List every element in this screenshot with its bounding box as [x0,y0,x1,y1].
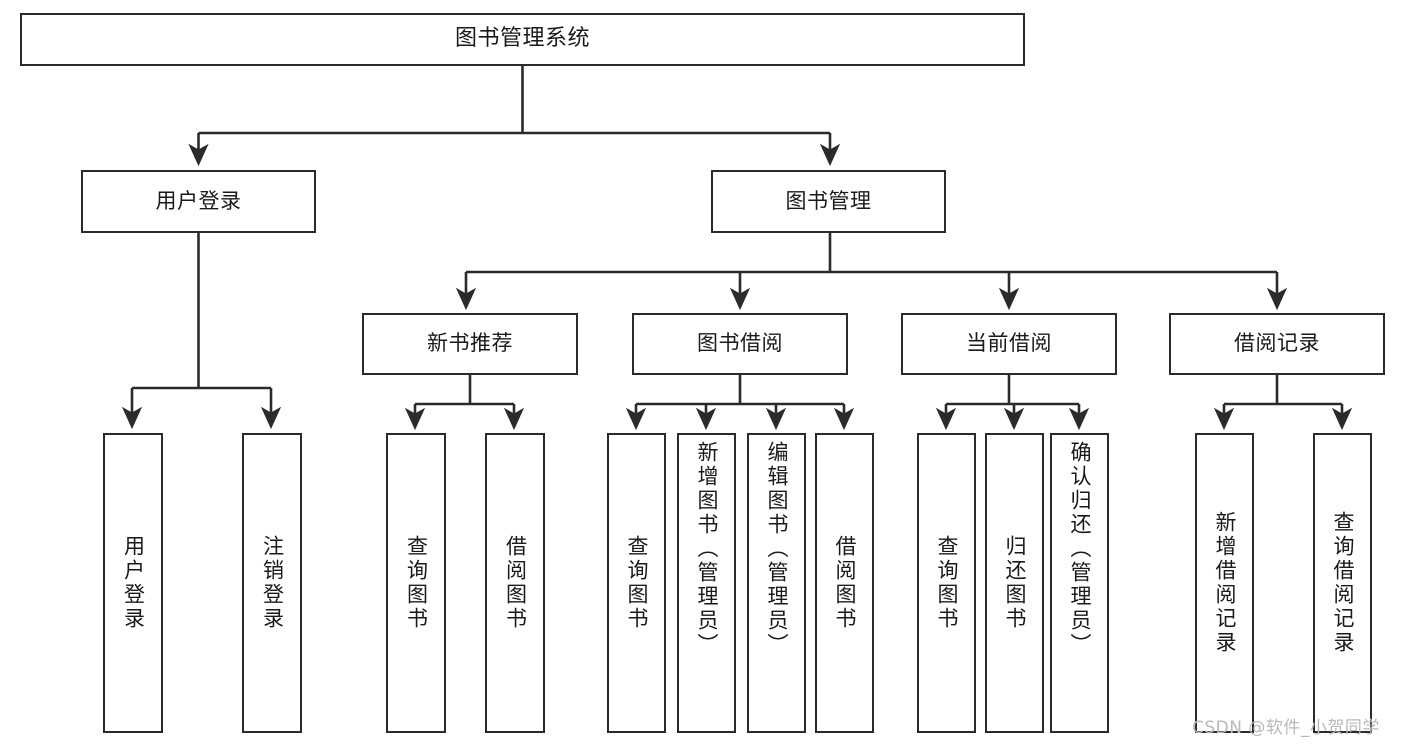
node-book-borrow[interactable]: 图书借阅 [632,313,848,375]
leaf-user-login-signout[interactable]: 注销登录 [242,433,302,733]
leaf-new-book-query[interactable]: 查询图书 [386,433,446,733]
watermark-text: CSDN @软件_小贺同学 [1192,718,1380,738]
node-current-borrow-label: 当前借阅 [966,331,1052,356]
leaf-borrow-add-book-label: 新增图书（管理员） [695,441,719,657]
node-user-login[interactable]: 用户登录 [81,170,316,233]
leaf-current-confirm-return-label: 确认归还（管理员） [1068,441,1092,657]
node-book-management-label: 图书管理 [785,188,872,213]
leaf-borrow-query-book-label: 查询图书 [625,535,649,631]
leaf-borrow-edit-book[interactable]: 编辑图书（管理员） [747,433,806,733]
node-borrow-record[interactable]: 借阅记录 [1169,313,1385,375]
leaf-new-book-borrow-label: 借阅图书 [503,535,528,631]
leaf-current-query-book[interactable]: 查询图书 [917,433,976,733]
leaf-borrow-borrow-book[interactable]: 借阅图书 [815,433,874,733]
leaf-user-login-signin-label: 用户登录 [121,535,146,631]
leaf-record-add-label: 新增借阅记录 [1213,511,1237,655]
node-user-login-label: 用户登录 [155,188,242,213]
leaf-record-add[interactable]: 新增借阅记录 [1195,433,1254,733]
leaf-current-confirm-return[interactable]: 确认归还（管理员） [1050,433,1109,733]
node-book-borrow-label: 图书借阅 [697,331,783,356]
leaf-current-query-book-label: 查询图书 [935,535,959,631]
leaf-new-book-borrow[interactable]: 借阅图书 [485,433,545,733]
leaf-borrow-edit-book-label: 编辑图书（管理员） [765,441,789,657]
leaf-user-login-signin[interactable]: 用户登录 [103,433,163,733]
node-new-book-recommend-label: 新书推荐 [427,331,513,356]
leaf-borrow-add-book[interactable]: 新增图书（管理员） [677,433,736,733]
leaf-borrow-borrow-book-label: 借阅图书 [833,535,857,631]
node-new-book-recommend[interactable]: 新书推荐 [362,313,578,375]
leaf-new-book-query-label: 查询图书 [404,535,429,631]
leaf-record-query[interactable]: 查询借阅记录 [1313,433,1372,733]
node-root-label: 图书管理系统 [454,26,590,52]
leaf-borrow-query-book[interactable]: 查询图书 [607,433,666,733]
node-book-management[interactable]: 图书管理 [711,170,946,233]
leaf-record-query-label: 查询借阅记录 [1331,511,1355,655]
leaf-user-login-signout-label: 注销登录 [260,535,285,631]
node-current-borrow[interactable]: 当前借阅 [901,313,1117,375]
leaf-current-return-book-label: 归还图书 [1003,535,1027,631]
node-root[interactable]: 图书管理系统 [20,13,1025,66]
node-borrow-record-label: 借阅记录 [1234,331,1320,356]
leaf-current-return-book[interactable]: 归还图书 [985,433,1044,733]
